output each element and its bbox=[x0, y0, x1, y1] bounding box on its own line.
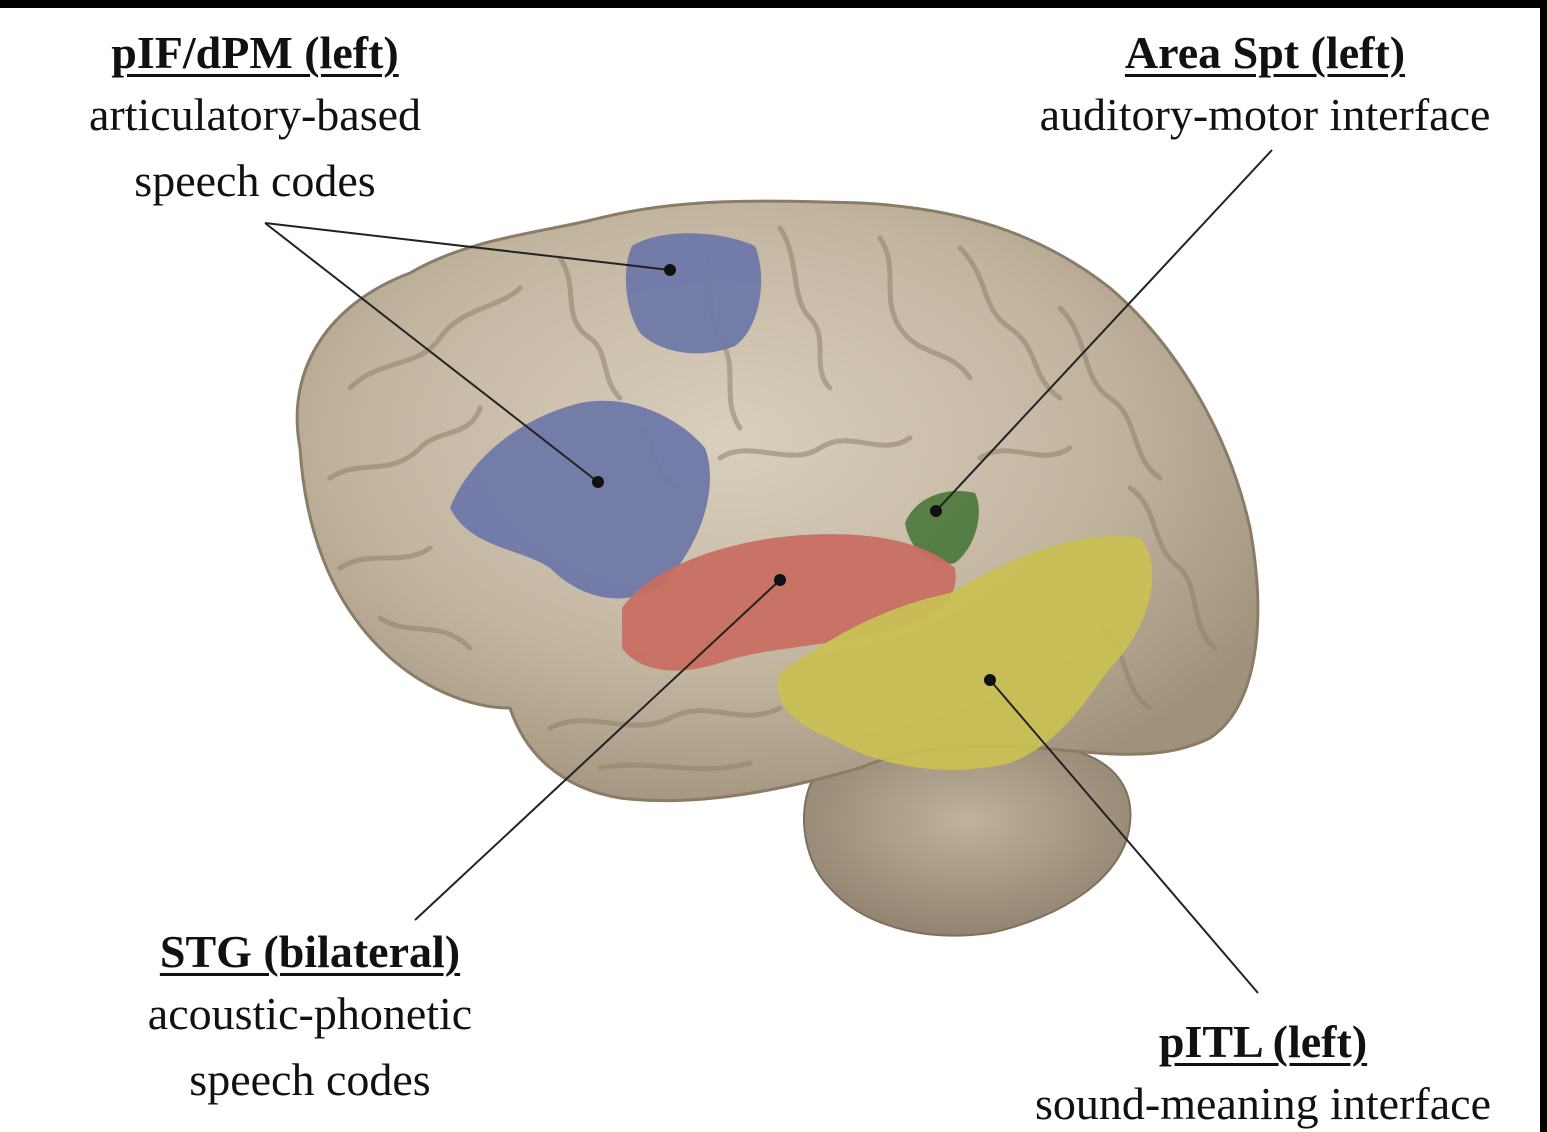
label-pitl-line-1: sound-meaning interface bbox=[968, 1071, 1540, 1132]
label-area-spt: Area Spt (left) auditory-motor interface bbox=[980, 24, 1540, 148]
label-pif-dpm-line-1: articulatory-based bbox=[40, 82, 470, 148]
label-stg-line-2: speech codes bbox=[95, 1047, 525, 1113]
label-stg: STG (bilateral) acoustic-phonetic speech… bbox=[95, 923, 525, 1113]
label-stg-heading: STG (bilateral) bbox=[160, 923, 460, 981]
label-pif-dpm: pIF/dPM (left) articulatory-based speech… bbox=[40, 24, 470, 214]
figure-frame: pIF/dPM (left) articulatory-based speech… bbox=[0, 8, 1540, 1132]
region-pif-dpm-upper bbox=[626, 233, 761, 353]
label-pif-dpm-line-2: speech codes bbox=[40, 148, 470, 214]
dot-stg bbox=[774, 574, 786, 586]
dot-pitl bbox=[984, 674, 996, 686]
label-area-spt-line-1: auditory-motor interface bbox=[980, 82, 1540, 148]
label-pitl: pITL (left) sound-meaning interface bbox=[968, 1013, 1540, 1132]
label-stg-line-1: acoustic-phonetic bbox=[95, 981, 525, 1047]
dot-pif-upper bbox=[664, 264, 676, 276]
dot-pif-lower bbox=[592, 476, 604, 488]
label-pif-dpm-heading: pIF/dPM (left) bbox=[111, 24, 398, 82]
label-area-spt-heading: Area Spt (left) bbox=[1125, 24, 1405, 82]
label-pitl-heading: pITL (left) bbox=[1159, 1013, 1367, 1071]
dot-spt bbox=[930, 505, 942, 517]
cerebellum-shape bbox=[804, 744, 1130, 936]
